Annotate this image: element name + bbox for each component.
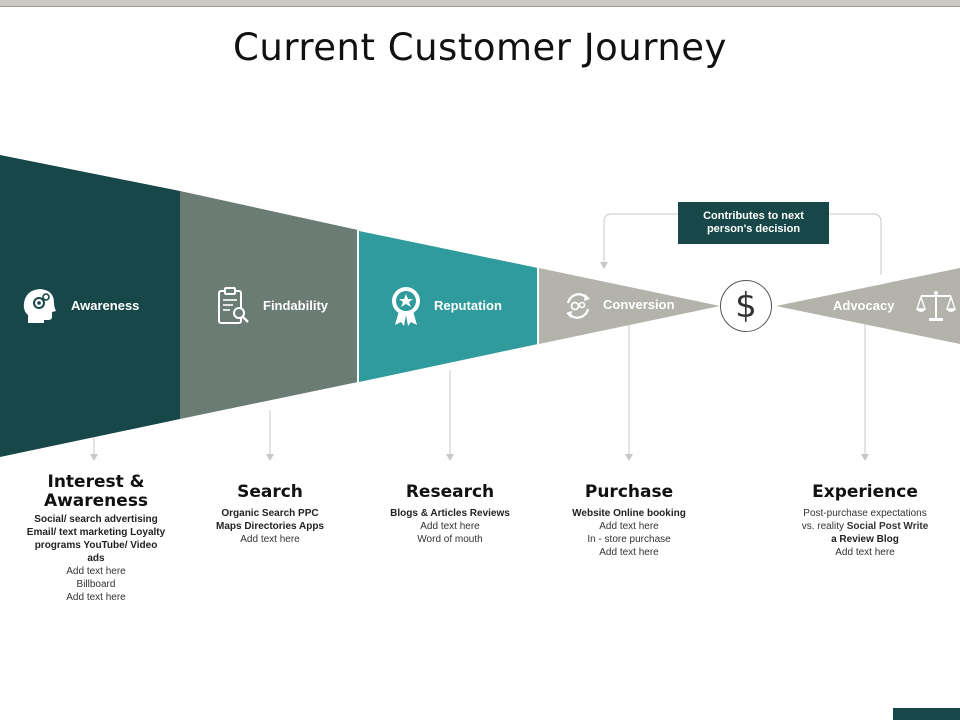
stage-label-findability: Findability xyxy=(263,298,328,313)
stage-label-conversion: Conversion xyxy=(603,297,675,312)
detail-column-research: Research Blogs & Articles Reviews Add te… xyxy=(370,483,530,546)
stage-label-awareness: Awareness xyxy=(71,298,140,313)
detail-line: Add text here xyxy=(599,547,659,558)
page-title: Current Customer Journey xyxy=(233,26,727,69)
detail-line: Email/ text marketing Loyalty xyxy=(26,527,166,538)
detail-line: Blogs & Articles Reviews xyxy=(390,508,510,519)
top-bar xyxy=(0,0,960,7)
detail-line: Add text here xyxy=(66,566,126,577)
arrowhead-conversion xyxy=(625,454,633,461)
detail-column-search: Search Organic Search PPC Maps Directori… xyxy=(195,483,345,546)
detail-heading: Research xyxy=(405,482,495,502)
detail-line: Word of mouth xyxy=(417,534,483,545)
detail-line: Add text here xyxy=(599,521,659,532)
stage-reputation-segment xyxy=(359,231,538,382)
detail-line: Website Online booking xyxy=(572,508,686,519)
detail-column-interest-awareness: Interest & Awareness Social/ search adve… xyxy=(16,473,176,604)
detail-column-experience: Experience Post-purchase expectations vs… xyxy=(785,483,945,559)
head-gears-icon xyxy=(23,289,56,323)
detail-heading: Purchase xyxy=(584,482,674,502)
detail-heading: Experience xyxy=(812,482,918,502)
detail-line: Billboard xyxy=(76,579,116,590)
detail-line: Maps Directories Apps xyxy=(216,521,324,532)
detail-line: Add text here xyxy=(66,592,126,603)
stage-advocacy-segment xyxy=(776,268,960,344)
arrowhead-callout xyxy=(600,262,608,269)
stage-conversion-segment xyxy=(539,268,720,344)
clipboard-search-icon xyxy=(218,287,249,324)
detail-line: In - store purchase xyxy=(587,534,671,545)
corner-accent-block xyxy=(893,708,960,720)
detail-line: Add text here xyxy=(835,547,895,558)
stage-label-reputation: Reputation xyxy=(434,298,502,313)
detail-line: Add text here xyxy=(240,534,300,545)
detail-line: Social/ search advertising xyxy=(34,514,158,525)
detail-line: Organic Search PPC xyxy=(221,508,319,519)
callout-text: Contributes to next person's decision xyxy=(703,210,804,235)
detail-line: vs. reality Social Post Write xyxy=(785,520,945,533)
award-badge-icon xyxy=(392,287,420,326)
detail-heading: Interest & Awareness xyxy=(43,472,149,511)
detail-line: Add text here xyxy=(420,521,480,532)
cycle-gears-icon xyxy=(566,293,590,319)
detail-heading: Search xyxy=(237,482,303,502)
callout-box: Contributes to next person's decision xyxy=(678,202,829,244)
scales-icon xyxy=(916,291,956,321)
detail-line: a Review Blog xyxy=(831,534,899,545)
dollar-icon: $ xyxy=(720,280,772,332)
detail-line-plain: vs. reality xyxy=(801,521,847,532)
arrowhead-findability xyxy=(266,454,274,461)
stage-label-advocacy: Advocacy xyxy=(833,298,895,313)
arrowhead-reputation xyxy=(446,454,454,461)
arrowhead-awareness xyxy=(90,454,98,461)
detail-line: ads xyxy=(87,553,105,564)
detail-line: Post-purchase expectations xyxy=(803,508,927,519)
detail-column-purchase: Purchase Website Online booking Add text… xyxy=(549,483,709,559)
detail-line-strong: Social Post Write xyxy=(846,521,929,532)
stage-findability-segment xyxy=(180,191,358,419)
arrowhead-advocacy xyxy=(861,454,869,461)
detail-line: programs YouTube/ Video xyxy=(34,540,158,551)
stage-awareness-segment xyxy=(0,155,180,457)
